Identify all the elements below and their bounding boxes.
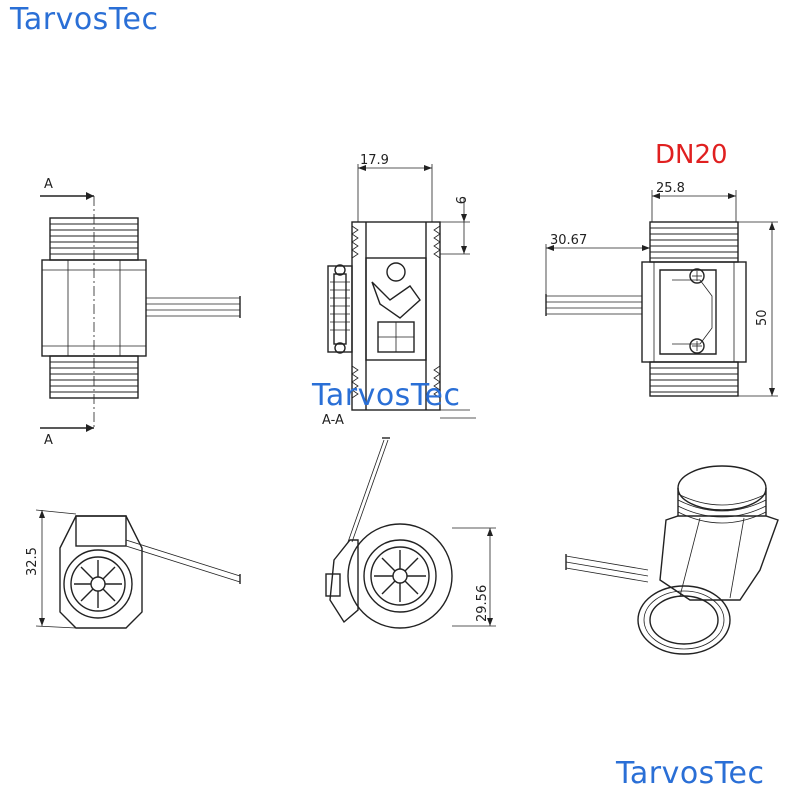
dim-section-width: 17.9 bbox=[360, 153, 389, 168]
end-mid-body bbox=[347, 523, 453, 629]
end-mid-wire bbox=[347, 437, 390, 543]
front-wires bbox=[146, 296, 241, 318]
watermark-top-left: TarvosTec bbox=[10, 2, 159, 37]
front-view: A A bbox=[40, 177, 241, 448]
end-mid-inner-ring bbox=[370, 546, 430, 606]
iso-bottom-outer bbox=[637, 585, 731, 655]
section-view: 17.9 9 A-A bbox=[322, 153, 476, 428]
iso-top-opening bbox=[677, 465, 767, 511]
section-threads bbox=[351, 225, 441, 399]
side-wires bbox=[545, 294, 642, 316]
end-mid-outer-ring bbox=[363, 539, 437, 613]
dim-end-height: 29.56 bbox=[475, 585, 490, 622]
side-screw-top bbox=[689, 268, 705, 284]
iso-view-right bbox=[565, 465, 779, 655]
side-bottom-thread bbox=[649, 361, 739, 397]
iso-wires bbox=[565, 554, 649, 583]
section-mark-top: A bbox=[44, 177, 53, 192]
section-rotor-blade bbox=[371, 281, 421, 319]
iso-bottom-inner bbox=[649, 595, 719, 645]
dim-overall-height: 50 bbox=[755, 309, 770, 326]
section-rotor-housing bbox=[365, 257, 427, 361]
end-mid-rotor-blades bbox=[374, 550, 426, 602]
section-sensor-ribs bbox=[330, 281, 350, 331]
side-view: 25.8 30.67 50 bbox=[545, 181, 778, 397]
end-view-middle: 29.56 bbox=[325, 437, 496, 629]
side-sensor-cover bbox=[659, 269, 717, 355]
section-sensor-module bbox=[327, 265, 353, 353]
size-label: DN20 bbox=[655, 140, 728, 170]
end-left-sensor-box bbox=[75, 515, 127, 547]
watermark-center: TarvosTec bbox=[312, 378, 461, 413]
iso-hex-body bbox=[659, 515, 779, 601]
side-top-thread-lines bbox=[650, 227, 738, 259]
side-screw-bottom bbox=[689, 338, 705, 354]
end-left-outer-ring bbox=[63, 549, 133, 619]
end-view-left: 32.5 bbox=[25, 509, 241, 629]
end-left-inner-ring bbox=[70, 556, 126, 612]
side-body bbox=[641, 261, 747, 363]
end-left-rotor-hub bbox=[90, 576, 106, 592]
front-top-thread-lines bbox=[50, 223, 138, 255]
end-left-wires bbox=[125, 539, 241, 584]
end-mid-rotor-hub bbox=[392, 568, 408, 584]
dim-wire-offset: 30.67 bbox=[550, 233, 587, 248]
section-caption: A-A bbox=[322, 413, 344, 428]
section-rotor-hub bbox=[386, 262, 406, 282]
dim-thread-depth: 9 bbox=[452, 196, 467, 204]
watermark-bottom-right: TarvosTec bbox=[616, 756, 765, 791]
side-bottom-thread-lines bbox=[650, 367, 738, 393]
end-left-rotor-blades bbox=[74, 560, 122, 608]
iso-top-thread-lines bbox=[677, 493, 767, 524]
dim-side-body-width: 25.8 bbox=[656, 181, 685, 196]
dim-end-width: 32.5 bbox=[25, 547, 40, 576]
section-mark-bottom: A bbox=[44, 433, 53, 448]
end-mid-sensor-module bbox=[329, 539, 359, 624]
